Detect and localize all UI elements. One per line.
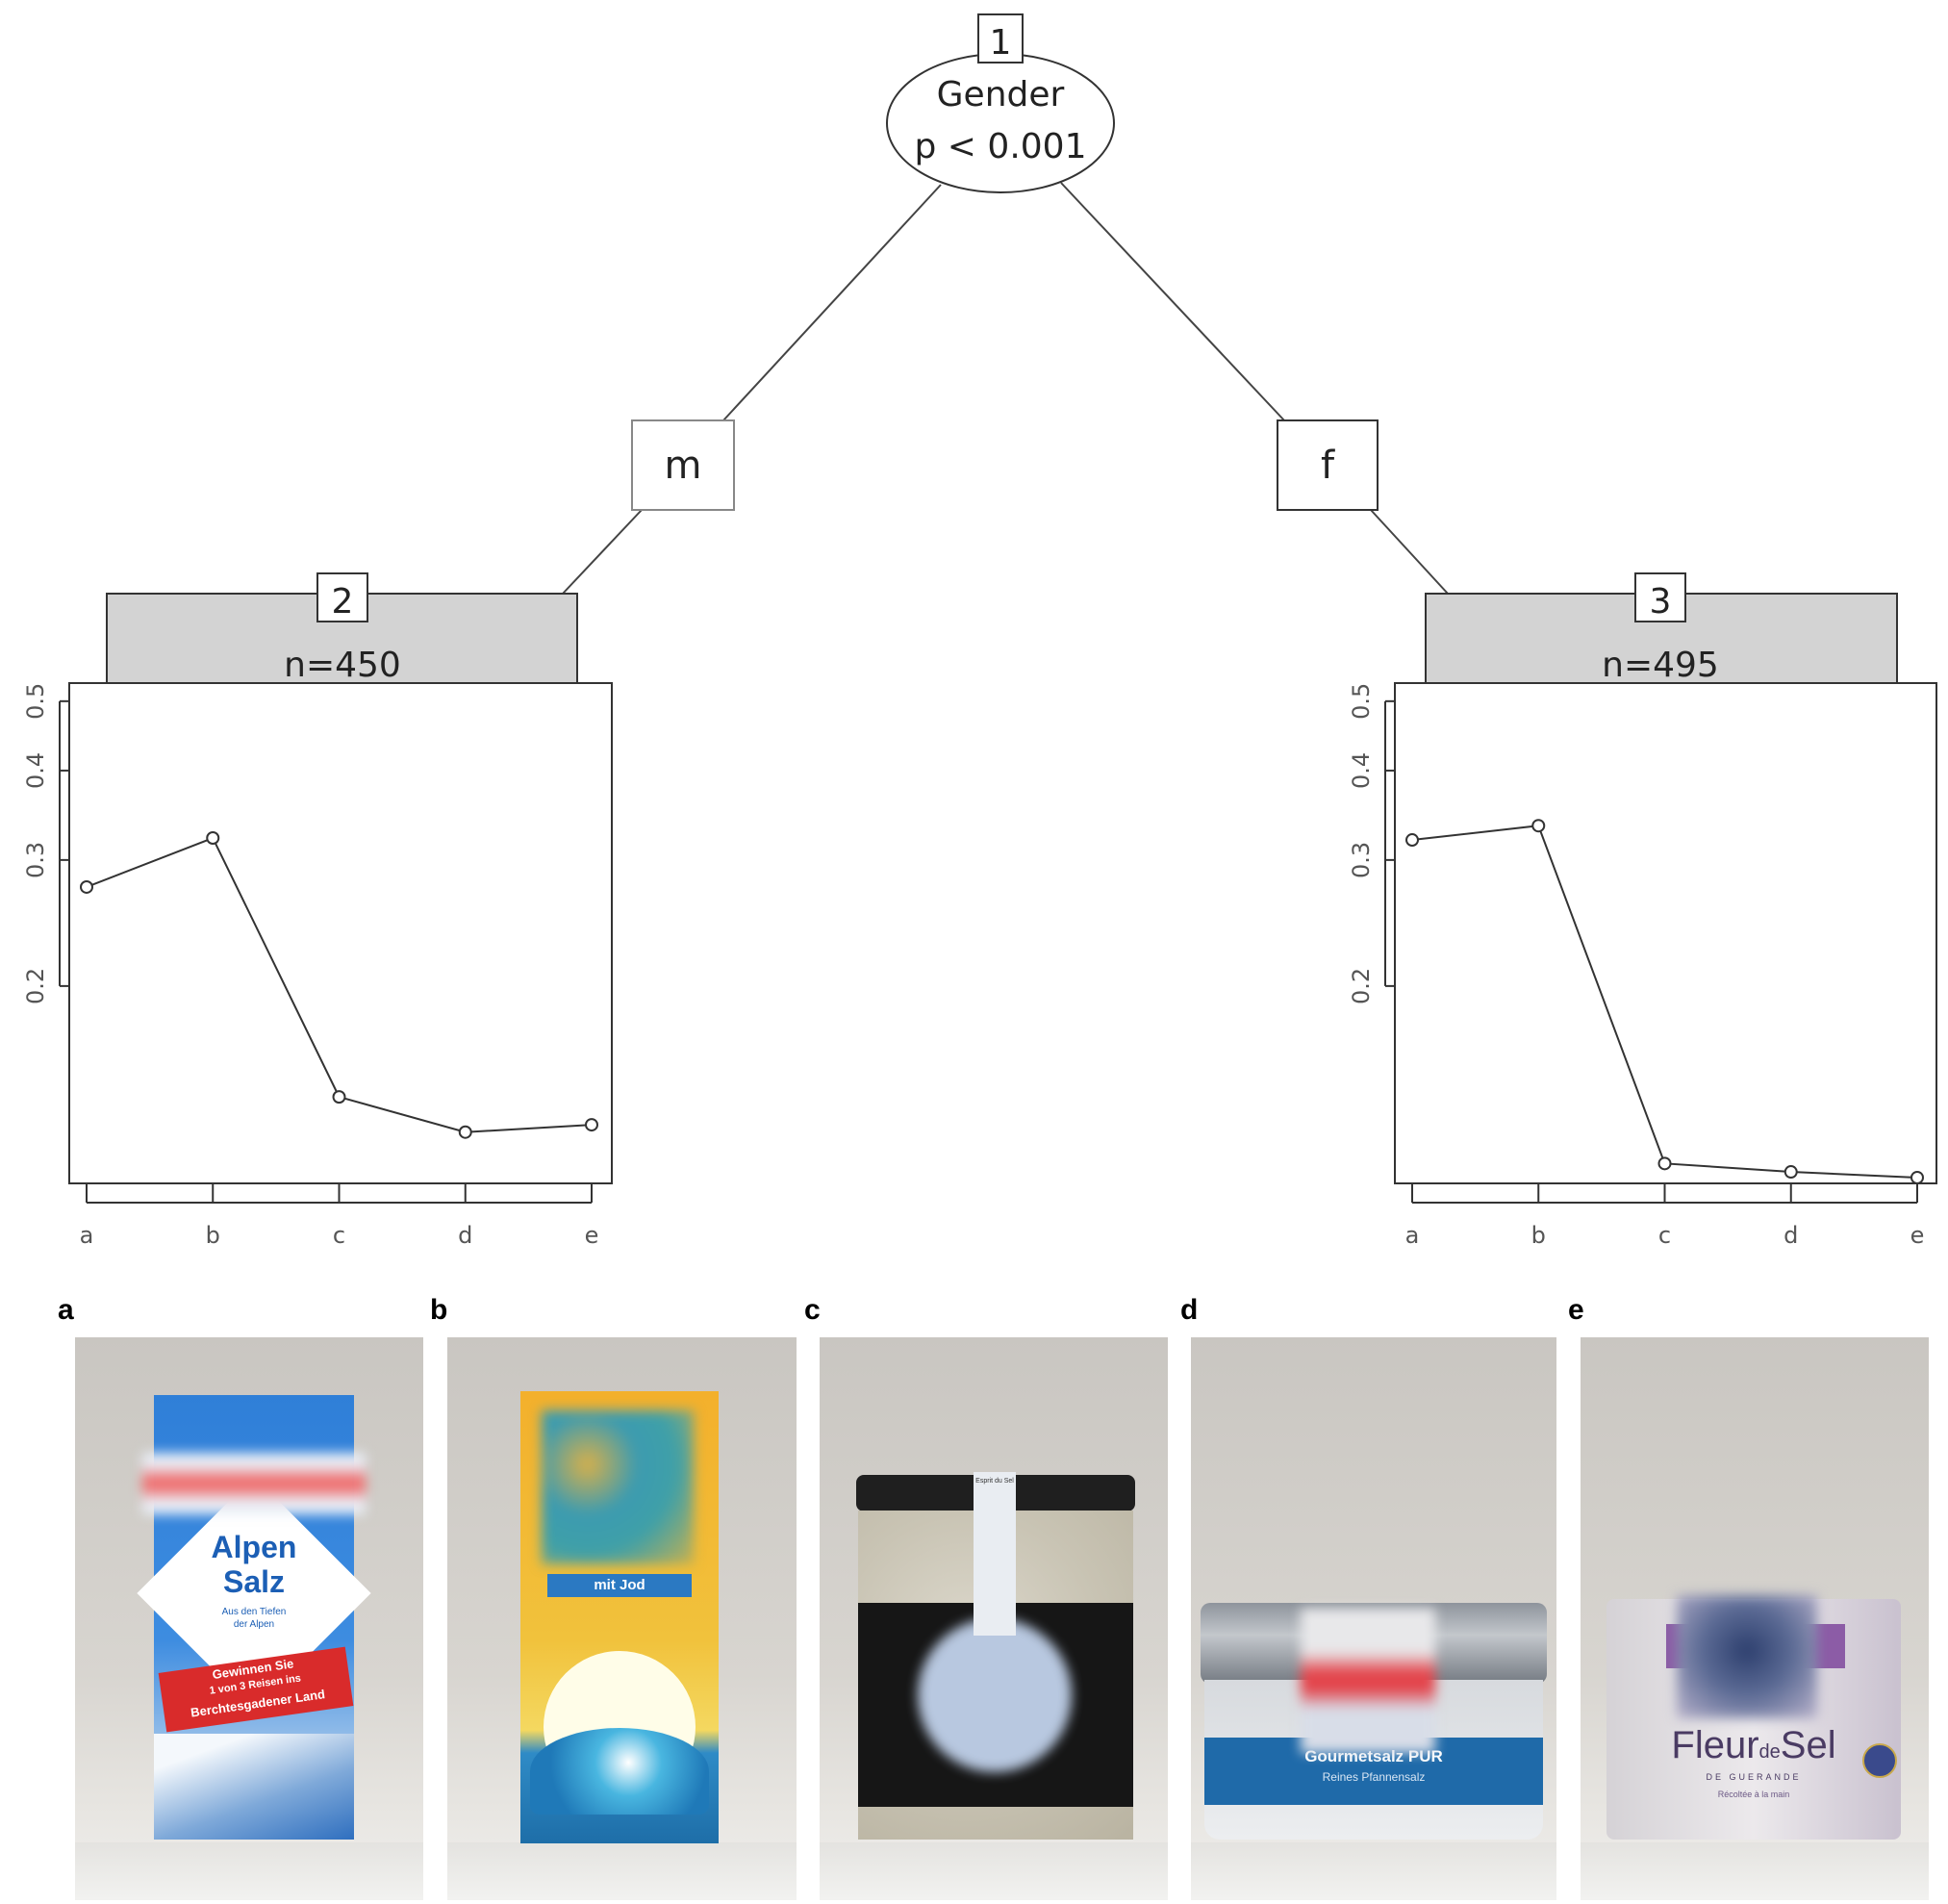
edge-f-to-node3 [1370, 509, 1449, 595]
y-tick-label: 0.3 [1348, 842, 1375, 878]
product-photo-e: FleurdeSel DE GUERANDE Récoltée à la mai… [1581, 1337, 1929, 1900]
y-tick-label: 0.2 [1348, 968, 1375, 1004]
x-tick-label: d [1784, 1222, 1798, 1249]
node3-id-box [1634, 572, 1686, 622]
data-point [80, 879, 93, 894]
x-tick-label: c [333, 1222, 345, 1249]
x-tick-label: e [1910, 1222, 1925, 1249]
data-point [1531, 819, 1546, 833]
label-alpen: Alpen [211, 1530, 297, 1564]
data-point [332, 1090, 346, 1104]
shelf [820, 1842, 1168, 1900]
root-node-p-value: p < 0.001 [915, 127, 1087, 166]
label-fleur: Fleur [1671, 1724, 1759, 1766]
y-tick-label: 0.3 [22, 842, 49, 878]
edge-root-to-m [722, 184, 942, 421]
edge-label-m: m [665, 444, 702, 488]
blurred-brand-d [1301, 1609, 1435, 1753]
label-esprit-du-sel: Esprit du Sel [975, 1478, 1014, 1485]
label-small-2: der Alpen [233, 1619, 275, 1630]
label-de: de [1758, 1741, 1781, 1763]
label-salz: Salz [222, 1564, 286, 1599]
salt-box-b: mit Jod [520, 1391, 719, 1843]
node2-plot-frame [68, 682, 613, 1184]
blurred-brand-e [1677, 1595, 1817, 1718]
y-tick-label: 0.4 [22, 752, 49, 789]
edge-label-box-m [631, 419, 735, 511]
node2-plot: 0.2 0.3 0.4 0.5 a b c d e [22, 683, 598, 1249]
x-tick-label: a [1405, 1222, 1420, 1249]
data-point [1910, 1170, 1924, 1184]
data-point [1657, 1156, 1672, 1171]
node3-id: 3 [1650, 582, 1672, 622]
label-guerande: DE GUERANDE [1706, 1772, 1802, 1782]
y-tick-label: 0.4 [1348, 752, 1375, 789]
label-mit-jod: mit Jod [594, 1577, 645, 1593]
label-recoltee: Récoltée à la main [1717, 1790, 1790, 1799]
photo-letter-e: e [1568, 1294, 1584, 1326]
blurred-brand-b [542, 1410, 694, 1564]
label-pfannensalz: Reines Pfannensalz [1322, 1770, 1426, 1784]
y-tick-label: 0.5 [1348, 683, 1375, 720]
edge-root-to-f [1060, 182, 1285, 421]
product-photo-a: Alpen Salz Aus den Tiefen der Alpen Gewi… [75, 1337, 423, 1900]
blurred-brand-c [918, 1618, 1072, 1772]
photo-letter-c: c [804, 1294, 821, 1326]
data-point [585, 1118, 598, 1132]
x-tick-label: c [1658, 1222, 1671, 1249]
product-photo-b: mit Jod [447, 1337, 797, 1900]
edge-label-box-f [1277, 419, 1379, 511]
photo-letter-b: b [430, 1294, 448, 1326]
node2-n: n=450 [284, 646, 401, 685]
promo-banner: Gewinnen Sie 1 von 3 Reisen ins Berchtes… [158, 1646, 354, 1733]
jar-tag-c: Esprit du Sel [974, 1472, 1016, 1636]
conditional-inference-tree: 1 Gender p < 0.001 m f 2 n=450 0.2 0.3 0.4… [22, 13, 1937, 1249]
y-tick-label: 0.5 [22, 683, 49, 720]
x-tick-label: b [1531, 1222, 1546, 1249]
mountain-art [154, 1734, 354, 1840]
data-point [458, 1125, 472, 1139]
label-sel: Sel [1780, 1724, 1836, 1766]
node3-plot: 0.2 0.3 0.4 0.5 a b c d e [1348, 683, 1924, 1249]
data-point [1784, 1165, 1798, 1180]
node2-id-box [316, 572, 368, 622]
blurred-brand-a [142, 1453, 366, 1514]
shelf [1581, 1842, 1929, 1900]
shelf [75, 1842, 423, 1900]
node3-plot-frame [1394, 682, 1937, 1184]
photo-letter-a: a [58, 1294, 74, 1326]
edge-label-f: f [1321, 444, 1335, 488]
x-tick-label: d [458, 1222, 472, 1249]
node3-n: n=495 [1602, 646, 1719, 685]
x-tick-label: a [80, 1222, 94, 1249]
x-tick-label: e [585, 1222, 599, 1249]
label-small-1: Aus den Tiefen [221, 1607, 287, 1617]
edge-m-to-node2 [562, 509, 643, 595]
node2-id: 2 [332, 582, 354, 622]
root-node-id-box [977, 13, 1024, 63]
root-node-variable: Gender [937, 75, 1065, 114]
root-node-id: 1 [990, 23, 1012, 63]
wave-art [530, 1728, 709, 1815]
shelf [447, 1842, 797, 1900]
data-point [206, 831, 220, 846]
tin-title-e: FleurdeSel [1606, 1724, 1901, 1773]
photo-letter-d: d [1180, 1294, 1199, 1326]
y-tick-label: 0.2 [22, 968, 49, 1004]
shelf [1191, 1842, 1556, 1900]
product-photo-c: Esprit du Sel [820, 1337, 1168, 1900]
jod-banner: mit Jod [547, 1574, 692, 1597]
quality-seal-icon [1862, 1743, 1897, 1778]
x-tick-label: b [206, 1222, 220, 1249]
product-photo-d: Gourmetsalz PUR Reines Pfannensalz [1191, 1337, 1556, 1900]
data-point [1405, 833, 1419, 848]
